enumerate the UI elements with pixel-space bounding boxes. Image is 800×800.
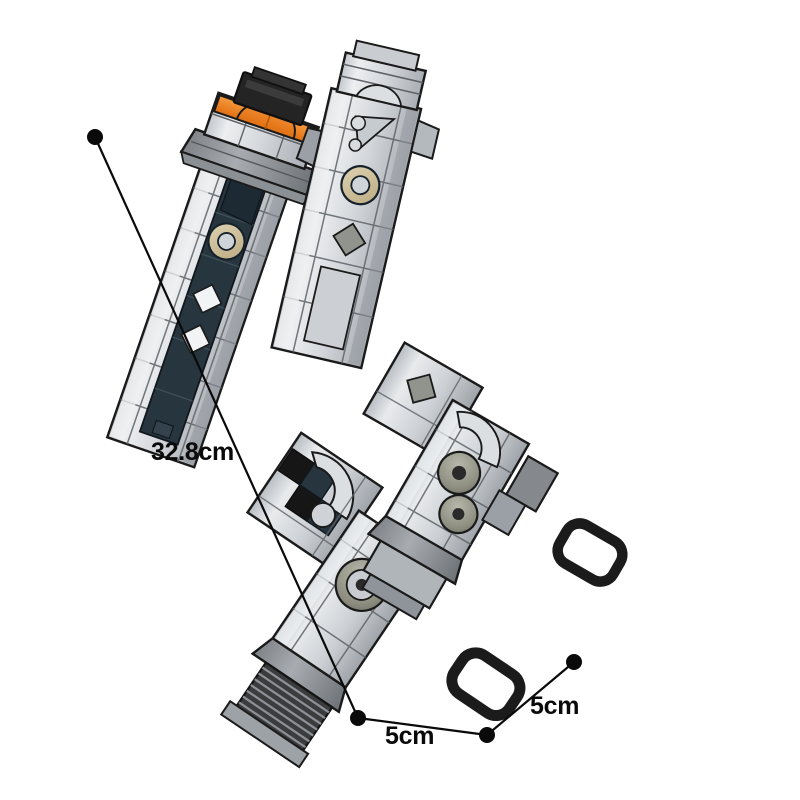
length-end-dot: [350, 710, 366, 726]
left-stripe-slot: [151, 419, 175, 440]
right-side-rail: [480, 454, 560, 537]
right-oval-loop: [552, 518, 628, 587]
right-upper-highlight: [273, 90, 347, 350]
left-muzzle-plate: [250, 636, 348, 714]
dimension-lines: [87, 129, 582, 743]
left-arc-plate: [310, 451, 355, 521]
left-lower-highlight: [272, 513, 371, 650]
width-end-dot: [479, 727, 495, 743]
depth-dimension-label: 5cm: [530, 692, 580, 720]
right-diamond-tile-a: [332, 222, 367, 257]
left-ribbed-grip: [234, 661, 334, 754]
right-tan-ring: [340, 165, 381, 206]
right-arc-plate: [456, 410, 502, 469]
right-top-cap: [335, 39, 428, 112]
width-dimension-label: 5cm: [385, 722, 435, 750]
right-panel-plate: [302, 265, 362, 351]
left-grip-endcap: [219, 699, 310, 769]
width-dimension-line: [357, 716, 488, 737]
left-joint-stud: [310, 502, 336, 528]
right-stock-plate: [366, 514, 464, 586]
length-dimension-label: 32.8cm: [151, 438, 234, 466]
right-side-flange-right: [409, 119, 441, 160]
depth-end-dot: [566, 654, 582, 670]
depth-dimension-line: [486, 661, 575, 736]
length-start-dot: [87, 129, 103, 145]
right-lower-highlight: [385, 402, 465, 527]
left-tan-ring: [207, 222, 246, 261]
right-olive-disc-b: [438, 494, 479, 535]
right-stock-endcap: [361, 572, 426, 621]
left-upper-shadow: [182, 181, 291, 466]
right-diamond-tile-b: [406, 373, 437, 404]
left-oval-loop: [446, 647, 526, 722]
right-hatch-detail: [348, 115, 397, 152]
right-weapon-model: [270, 39, 628, 621]
left-weapon-model: [105, 66, 526, 769]
left-upper-highlight: [109, 156, 220, 441]
right-upper-shadow: [348, 107, 419, 366]
right-olive-disc-a: [436, 450, 482, 496]
left-black-cap: [232, 66, 313, 127]
length-dimension-line: [93, 136, 360, 719]
right-side-flange-left: [295, 126, 323, 168]
left-diamond-tiles: [180, 283, 223, 355]
